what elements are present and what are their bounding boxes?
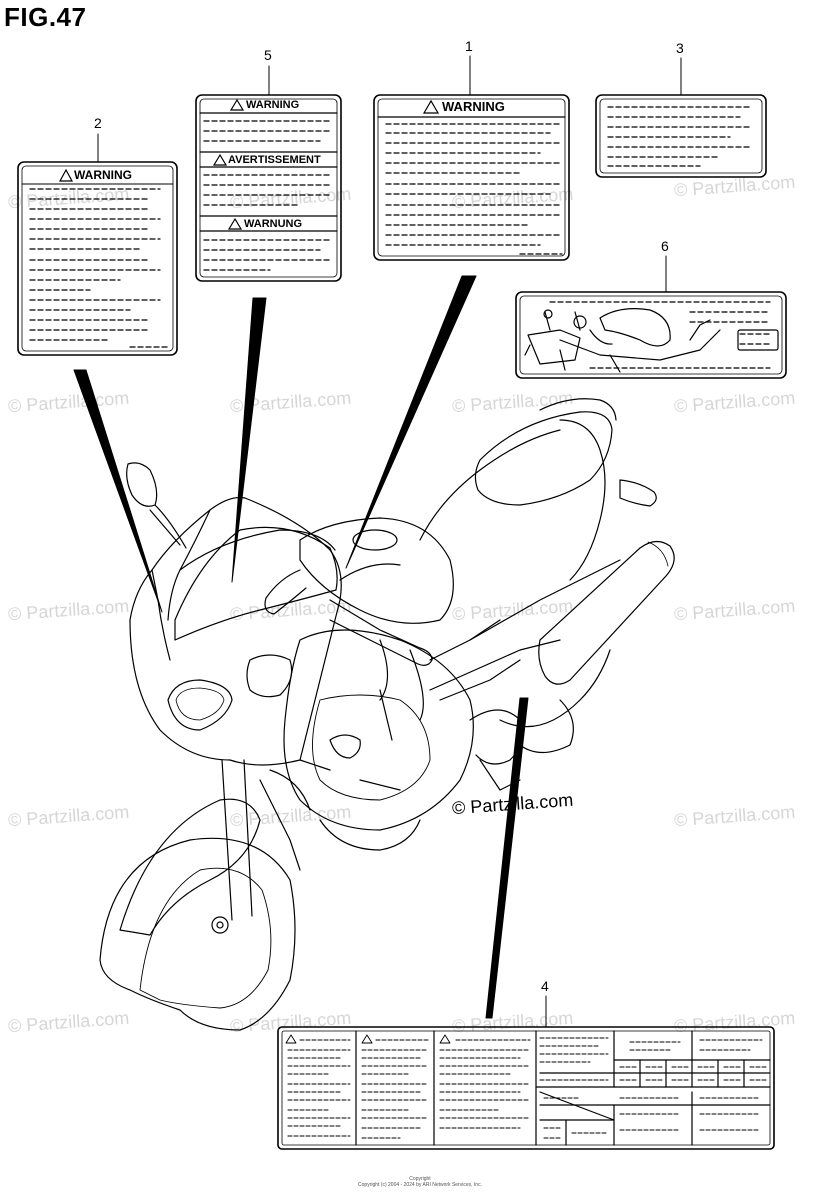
figure-title: FIG.47 xyxy=(4,2,87,32)
warning-triangle-icon xyxy=(58,98,440,230)
callout-6: 6 xyxy=(661,238,669,254)
footer-line-1: Copyright xyxy=(409,1176,431,1182)
callout-1: 1 xyxy=(465,38,473,54)
callout-4: 4 xyxy=(541,978,549,994)
label-5-heading-1: WARNING xyxy=(246,99,300,111)
motorcycle-drawing xyxy=(99,398,675,1031)
callout-3: 3 xyxy=(676,40,684,56)
pointer-wedges xyxy=(73,275,529,1019)
label-5-heading-2: AVERTISSEMENT xyxy=(228,154,321,166)
label-5-heading-3: WARNUNG xyxy=(244,218,303,230)
callout-2: 2 xyxy=(94,115,102,131)
label-4 xyxy=(277,1026,775,1150)
label-3 xyxy=(595,94,767,178)
label-1-heading: WARNING xyxy=(442,99,505,114)
callout-5: 5 xyxy=(264,47,272,63)
callout-leaders xyxy=(97,55,682,1028)
label-5 xyxy=(195,94,342,282)
label-6 xyxy=(515,291,787,379)
label-2-heading: WARNING xyxy=(74,168,132,182)
footer-copyright: Copyright Copyright (c) 2004 - 2024 by A… xyxy=(300,1176,540,1188)
footer-line-2: Copyright (c) 2004 - 2024 by ARI Network… xyxy=(358,1182,482,1188)
label-2 xyxy=(17,161,178,356)
label-1 xyxy=(373,94,570,261)
